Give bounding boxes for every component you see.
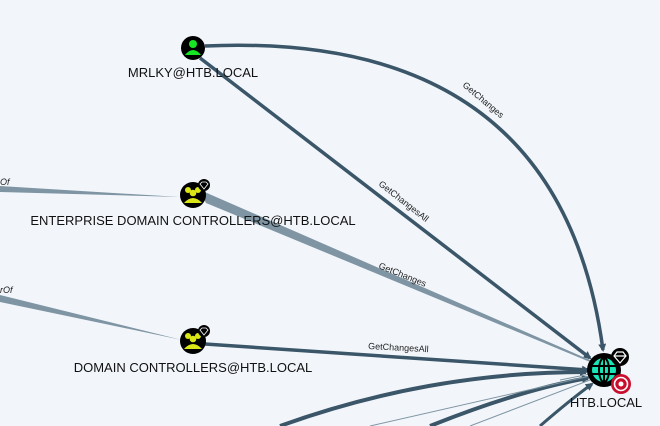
node-label-domain-controllers: DOMAIN CONTROLLERS@HTB.LOCAL xyxy=(73,360,313,375)
node-domain-controllers[interactable] xyxy=(180,325,210,354)
edge-bottom-4[interactable] xyxy=(369,375,591,426)
node-label-domain: HTB.LOCAL xyxy=(569,395,643,410)
target-icon xyxy=(611,374,631,394)
node-label-enterprise-domain-controllers: ENTERPRISE DOMAIN CONTROLLERS@HTB.LOCAL xyxy=(30,213,356,228)
high-value-diamond-icon xyxy=(198,179,210,191)
edge-bottom-1[interactable] xyxy=(279,368,588,426)
high-value-diamond-icon xyxy=(198,325,210,337)
user-icon xyxy=(185,40,201,55)
edge-user-getchangesall[interactable] xyxy=(198,56,592,360)
node-domain[interactable] xyxy=(587,348,631,394)
globe-icon xyxy=(592,357,616,383)
node-user[interactable] xyxy=(181,36,205,60)
edge-bottom-2[interactable] xyxy=(429,375,590,426)
edge-left-top[interactable] xyxy=(0,186,180,197)
edge-dc-getchangesall[interactable] xyxy=(204,342,590,374)
high-value-diamond-icon xyxy=(611,348,629,366)
edge-bottom-6[interactable] xyxy=(559,373,591,381)
edge-label: rOf xyxy=(0,285,14,295)
node-label-user: MRLKY@HTB.LOCAL xyxy=(127,65,259,80)
edge-left-bottom[interactable] xyxy=(0,295,182,340)
node-enterprise-domain-controllers[interactable] xyxy=(180,179,210,208)
edge-edc-getchanges[interactable] xyxy=(200,190,590,362)
edge-label: Of xyxy=(0,177,11,187)
group-icon xyxy=(184,333,202,349)
edge-label: GetChangesAll xyxy=(368,341,429,354)
edge-user-getchanges[interactable] xyxy=(204,43,607,352)
edge-bottom-3[interactable] xyxy=(539,382,594,426)
edge-bottom-5[interactable] xyxy=(469,379,591,426)
